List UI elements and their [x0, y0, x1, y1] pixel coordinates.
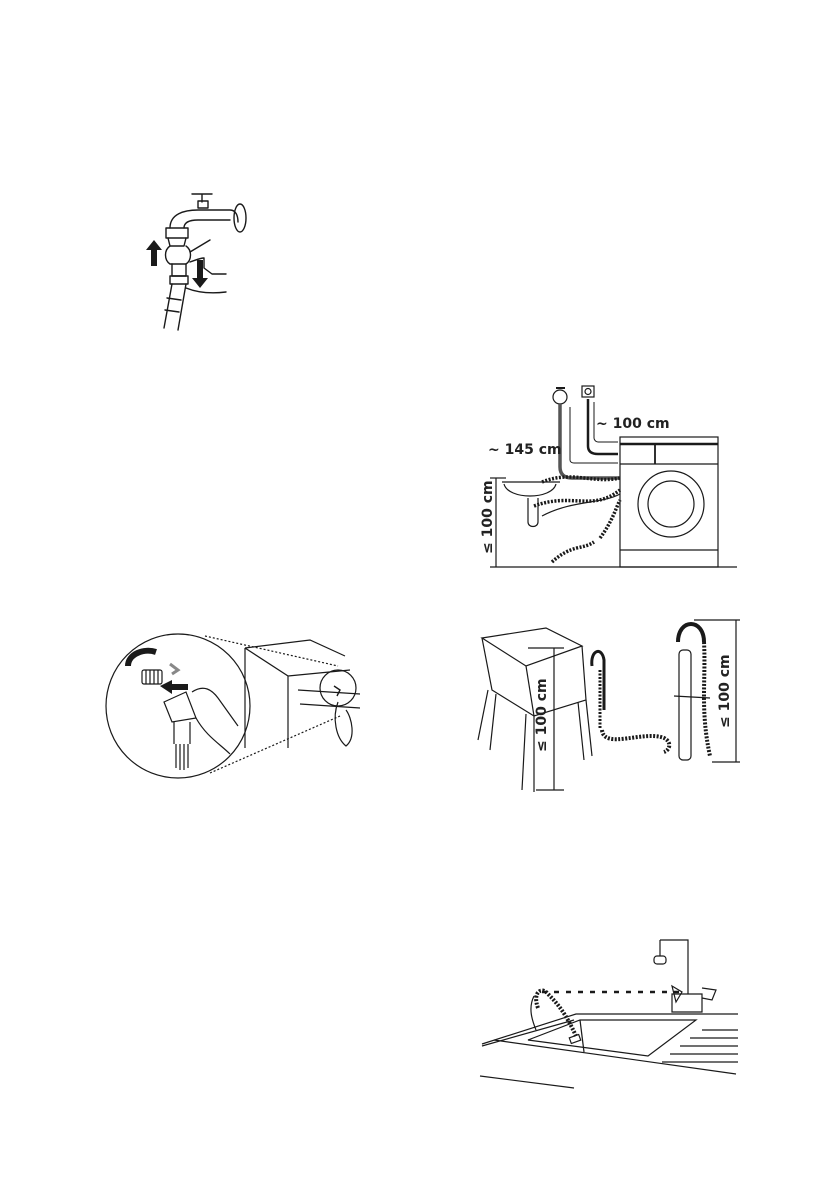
machine-inlet-illustration [105, 633, 361, 779]
sink-hook-illustration [479, 939, 738, 1089]
figure-hose-routing: ~ 100 cm ~ 145 cm ≤ 100 cm [472, 382, 742, 577]
up-arrow-icon [146, 240, 162, 266]
figure-tub-and-standpipe: ≤ 100 cm ≤ 100 cm [474, 610, 744, 795]
tub-standpipe-illustration: ≤ 100 cm ≤ 100 cm [477, 619, 740, 792]
figure-sink-hook [476, 934, 741, 1089]
tub-height-label: ≤ 100 cm [534, 678, 550, 752]
figure-machine-inlet-connection [100, 618, 385, 779]
push-arrow-icon [160, 680, 188, 694]
hose-routing-illustration: ~ 100 cm ~ 145 cm ≤ 100 cm [480, 385, 737, 568]
max-height-label: ≤ 100 cm [480, 480, 496, 554]
figure-tap-connection [140, 188, 250, 338]
water-hose-length-label: ~ 145 cm [488, 442, 562, 458]
standpipe-height-label: ≤ 100 cm [717, 654, 733, 728]
tap-hose-illustration [146, 193, 247, 331]
power-cord-length-label: ~ 100 cm [596, 416, 670, 432]
down-arrow-icon [192, 260, 208, 288]
